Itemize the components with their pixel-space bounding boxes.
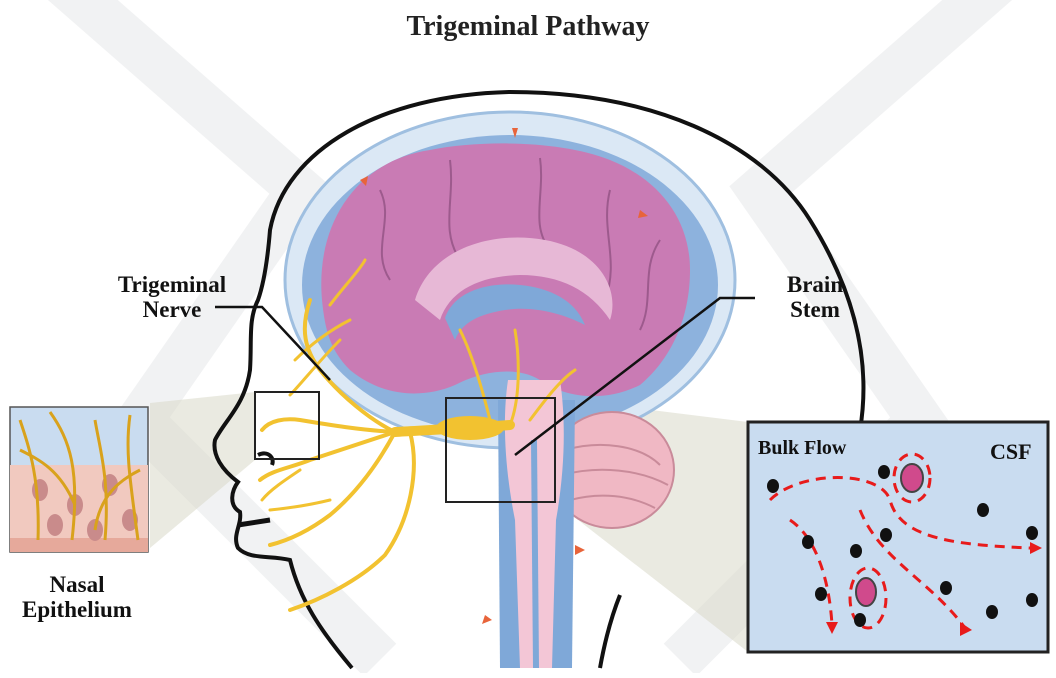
nasal-epithelium-inset — [10, 407, 148, 552]
trigeminal-nerve-label-line1: Trigeminal — [92, 272, 252, 297]
brain-stem-label-line1: Brain — [760, 272, 870, 297]
trigeminal-nerve-label-line2: Nerve — [92, 297, 252, 322]
diagram-title: Trigeminal Pathway — [0, 12, 1056, 43]
neck-back — [600, 595, 620, 668]
brain-stem-label-line2: Stem — [760, 297, 870, 322]
trigeminal-nerve-label: Trigeminal Nerve — [92, 272, 252, 323]
nasal-epithelium-label-line2: Epithelium — [2, 597, 152, 622]
central-canal — [534, 440, 536, 668]
csf-label: CSF — [990, 440, 1050, 464]
cell-lower — [856, 578, 876, 606]
bulk-flow-label: Bulk Flow — [758, 437, 908, 459]
brain-stem-label: Brain Stem — [760, 272, 870, 323]
cell-upper — [901, 464, 923, 492]
nasal-epithelium-label: Nasal Epithelium — [2, 572, 152, 623]
nasal-epithelium-label-line1: Nasal — [2, 572, 152, 597]
